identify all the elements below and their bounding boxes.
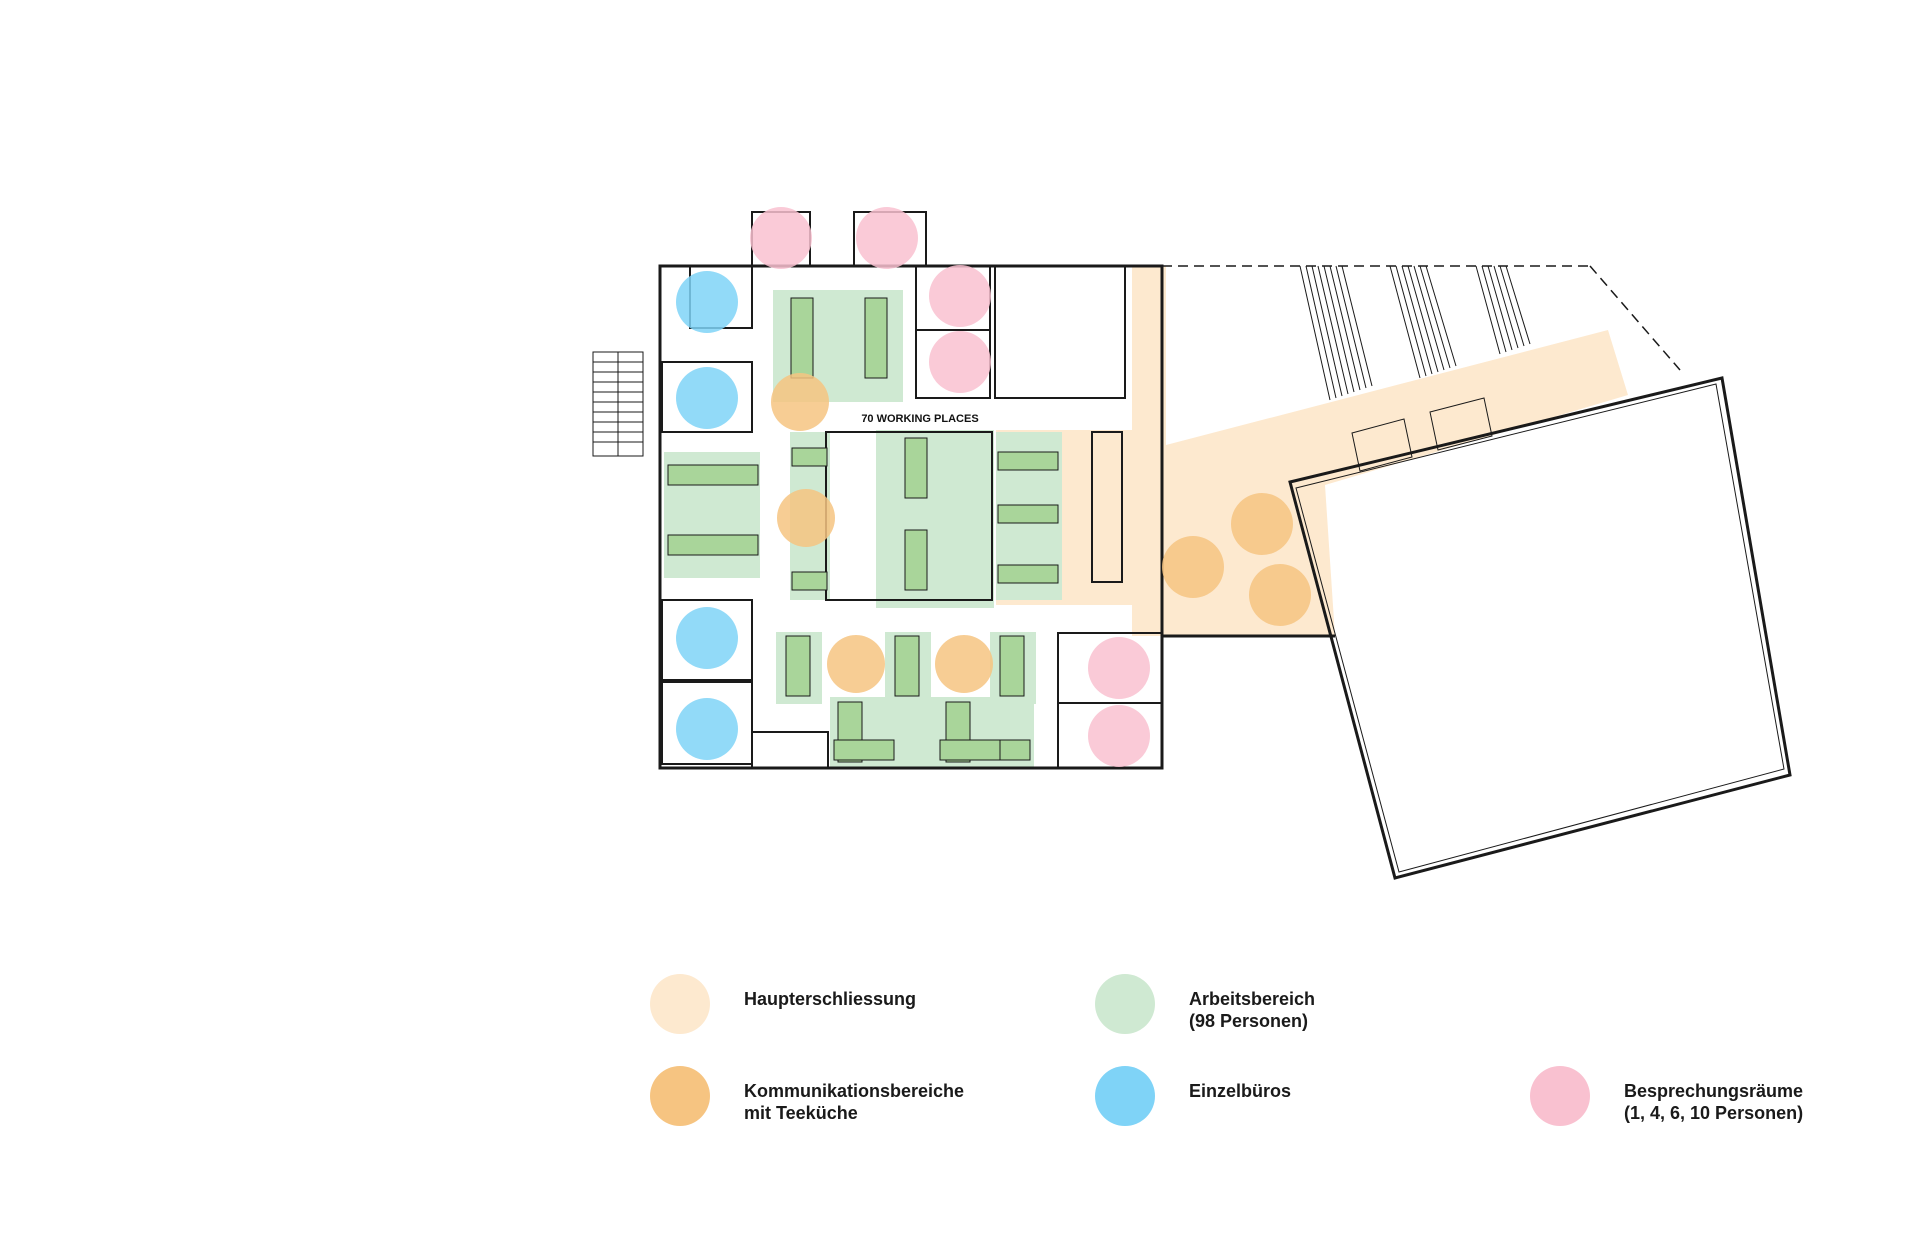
legend-swatch <box>1530 1066 1590 1126</box>
meeting-zone-circle <box>856 207 918 269</box>
meeting-zone-circle <box>929 331 991 393</box>
legend-item-kommunikation: Kommunikationsbereiche mit Teeküche <box>650 1066 965 1126</box>
tilted-hall-inner-wall <box>1295 383 1785 873</box>
communication-zone-circle <box>935 635 993 693</box>
legend-label: Einzelbüros <box>1189 1081 1292 1101</box>
room-wall <box>661 361 753 433</box>
desk <box>904 437 928 499</box>
circulation-zone <box>1132 266 1166 636</box>
tilted-hall-outer-wall <box>1288 376 1792 880</box>
legend-label: Haupterschliessung <box>744 989 917 1009</box>
stair-left <box>592 351 644 457</box>
meeting-zone-circle <box>929 265 991 327</box>
room-wall <box>661 599 753 681</box>
desks <box>667 297 1059 763</box>
legend-item-besprechung: Besprechungsräume (1, 4, 6, 10 Personen) <box>1530 1066 1804 1126</box>
meeting-zone-circle <box>750 207 812 269</box>
legend-swatch <box>1095 974 1155 1034</box>
work-zone <box>876 430 994 608</box>
office-zone-circle <box>676 367 738 429</box>
room-wall <box>751 731 829 769</box>
room-wall <box>661 681 753 765</box>
communication-zone-circle <box>777 489 835 547</box>
core-wall <box>1091 431 1123 583</box>
meeting-room-wall <box>1057 702 1163 769</box>
legend-item-einzelbueros: Einzelbüros <box>1095 1066 1292 1126</box>
bleacher-steps <box>1299 265 1531 472</box>
desk <box>791 571 828 591</box>
legend-item-haupterschliessung: Haupterschliessung <box>650 974 917 1034</box>
office-zone-circle <box>676 607 738 669</box>
meeting-zone-circle <box>1088 705 1150 767</box>
circulation-zone <box>1166 330 1628 636</box>
meeting-zone-circle <box>1088 637 1150 699</box>
office-zone-circle <box>676 271 738 333</box>
desk <box>999 739 1031 761</box>
legend-swatch <box>650 974 710 1034</box>
building-walls <box>658 264 1792 880</box>
legend-swatch <box>1095 1066 1155 1126</box>
plan-label: 70 WORKING PLACES <box>861 413 978 425</box>
desk <box>790 297 814 379</box>
desk <box>997 564 1059 584</box>
office-zone-circle <box>676 698 738 760</box>
legend-swatch <box>650 1066 710 1126</box>
desk <box>997 504 1059 524</box>
desk <box>785 635 811 697</box>
desk <box>904 529 928 591</box>
desk <box>894 635 920 697</box>
communication-zone-circle <box>1231 493 1293 555</box>
desk <box>791 447 828 467</box>
desk <box>939 739 1001 761</box>
legend-label: Kommunikationsbereiche mit Teeküche <box>744 1081 965 1123</box>
desk <box>864 297 888 379</box>
desk <box>997 451 1059 471</box>
dashed-outline <box>1589 265 1681 371</box>
desk <box>999 635 1025 697</box>
toilet-block-wall <box>994 265 1126 399</box>
desk <box>833 739 895 761</box>
communication-zone-circle <box>1249 564 1311 626</box>
communication-zone-circle <box>827 635 885 693</box>
legend-label: Arbeitsbereich (98 Personen) <box>1189 989 1316 1031</box>
legend-label: Besprechungsräume (1, 4, 6, 10 Personen) <box>1624 1081 1804 1123</box>
desk <box>667 464 759 486</box>
communication-zone-circle <box>771 373 829 431</box>
zone-circles <box>676 207 1311 767</box>
communication-zone-circle <box>1162 536 1224 598</box>
legend-item-arbeitsbereich: Arbeitsbereich (98 Personen) <box>1095 974 1316 1034</box>
desk <box>667 534 759 556</box>
